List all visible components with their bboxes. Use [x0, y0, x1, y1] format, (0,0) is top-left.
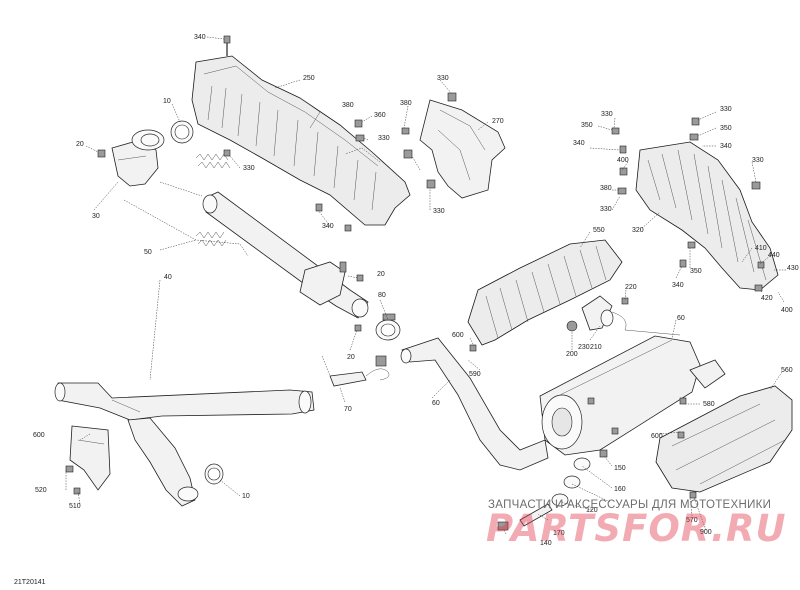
callout-30: 30 [92, 213, 100, 220]
callout-590: 590 [469, 371, 481, 378]
drawing-code: 21T20141 [14, 579, 46, 586]
outlet-tip-60 [689, 359, 726, 389]
callout-200: 200 [566, 351, 578, 358]
callout-330: 330 [437, 75, 449, 82]
callout-360: 360 [374, 112, 386, 119]
callout-230: 230 [578, 344, 590, 351]
heat-shield-600-left [69, 425, 111, 491]
bracket-270 [419, 99, 506, 199]
callout-20: 20 [347, 354, 355, 361]
watermark-logo: PARTSFOR.RU [486, 507, 787, 550]
manifold-tube-left [54, 382, 315, 421]
grommet-230 [566, 320, 578, 332]
watermark-tagline: ЗАПЧАСТИ И АКСЕССУАРЫ ДЛЯ МОТОТЕХНИКИ [488, 499, 771, 511]
callout-220: 220 [625, 284, 637, 291]
callout-350: 350 [720, 125, 732, 132]
callout-140: 140 [540, 540, 552, 547]
callout-150: 150 [614, 465, 626, 472]
callouts: 340 250 10 20 30 330 380 360 330 330 270… [33, 34, 799, 547]
callout-60: 60 [432, 400, 440, 407]
callout-330: 330 [433, 208, 445, 215]
callout-400: 400 [781, 307, 793, 314]
callout-440: 440 [768, 252, 780, 259]
sensor-70 [329, 355, 390, 387]
callout-430: 430 [787, 265, 799, 272]
heat-shield-320 [635, 141, 779, 291]
callout-380: 380 [342, 102, 354, 109]
muffler-60 [539, 335, 701, 456]
gasket-10-bottom [204, 463, 224, 485]
callout-70: 70 [344, 406, 352, 413]
springs-50 [195, 153, 231, 247]
watermark: ЗАПЧАСТИ И АКСЕССУАРЫ ДЛЯ МОТОТЕХНИКИ PA… [486, 499, 787, 550]
elbow-30 [111, 129, 165, 187]
callout-170: 170 [553, 530, 565, 537]
callout-580: 580 [703, 401, 715, 408]
callout-50: 50 [144, 249, 152, 256]
callout-410: 410 [755, 245, 767, 252]
curved-pipe-left [127, 417, 199, 507]
callout-350: 350 [581, 122, 593, 129]
callout-330: 330 [243, 165, 255, 172]
callout-330: 330 [601, 111, 613, 118]
callout-20: 20 [377, 271, 385, 278]
callout-330: 330 [378, 135, 390, 142]
callout-60: 60 [677, 315, 685, 322]
callout-600: 600 [33, 432, 45, 439]
callout-340: 340 [672, 282, 684, 289]
callout-570: 570 [686, 517, 698, 524]
fasteners [65, 92, 765, 499]
callout-900: 900 [700, 529, 712, 536]
callout-400: 400 [617, 157, 629, 164]
callout-510: 510 [69, 503, 81, 510]
callout-320: 320 [632, 227, 644, 234]
callout-600: 600 [452, 332, 464, 339]
callout-560: 560 [781, 367, 793, 374]
heat-shield-250 [191, 55, 411, 226]
gasket-10-top [170, 120, 194, 144]
callout-550: 550 [593, 227, 605, 234]
bolt-340-top [223, 35, 231, 56]
callout-160: 160 [614, 486, 626, 493]
callout-80: 80 [378, 292, 386, 299]
inlet-pipe-60 [400, 337, 549, 471]
callout-600: 600 [651, 433, 663, 440]
callout-380: 380 [400, 100, 412, 107]
callout-350: 350 [690, 268, 702, 275]
callout-340: 340 [322, 223, 334, 230]
callout-330: 330 [720, 106, 732, 113]
hardware-stack-150 [497, 457, 591, 531]
callout-330: 330 [752, 157, 764, 164]
callout-20: 20 [76, 141, 84, 148]
heat-shield-560 [655, 385, 793, 493]
callout-340: 340 [720, 143, 732, 150]
callout-420: 420 [761, 295, 773, 302]
callout-250: 250 [303, 75, 315, 82]
leader-lines [65, 36, 786, 535]
callout-270: 270 [492, 118, 504, 125]
callout-120: 120 [586, 507, 598, 514]
heat-shield-550 [467, 239, 623, 346]
callout-210: 210 [590, 344, 602, 351]
bracket-210 [581, 295, 681, 336]
callout-340: 340 [194, 34, 206, 41]
callout-330: 330 [600, 206, 612, 213]
callout-380: 380 [600, 185, 612, 192]
callout-40: 40 [164, 274, 172, 281]
clamp-80 [375, 313, 401, 341]
pipe-40 [202, 191, 369, 319]
callout-10: 10 [242, 493, 250, 500]
callout-340: 340 [573, 140, 585, 147]
callout-520: 520 [35, 487, 47, 494]
callout-10: 10 [163, 98, 171, 105]
